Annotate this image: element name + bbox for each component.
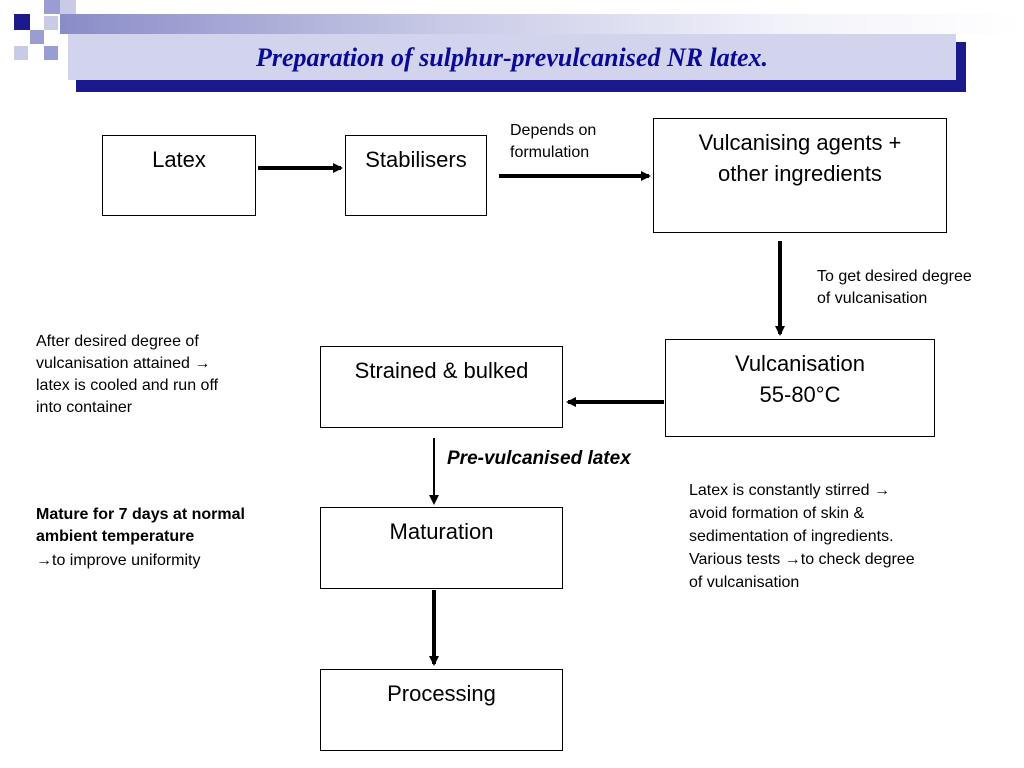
note-after-desired-degree: After desired degree of vulcanisation at… xyxy=(36,331,218,419)
box-vulcanisation-line1: Vulcanisation xyxy=(734,351,866,376)
box-vulcanisation-line2: 55-80°C xyxy=(759,382,841,407)
box-maturation-label: Maturation xyxy=(389,519,494,544)
note-after-line1: After desired degree of xyxy=(36,333,199,350)
box-vulcanising-agents-line1: Vulcanising agents + xyxy=(698,130,902,155)
note-desired-line1: To get desired degree xyxy=(817,268,972,285)
note-after-line4: into container xyxy=(36,399,133,416)
decor-square-light xyxy=(60,0,76,14)
note-mature-line3: →to improve uniformity xyxy=(36,552,201,569)
box-latex-label: Latex xyxy=(152,147,206,172)
note-tests-line1: Various tests →to check degree xyxy=(689,551,915,568)
title-bar xyxy=(68,34,956,80)
note-depends-on-formulation: Depends on formulation xyxy=(510,120,596,164)
box-processing: Processing xyxy=(320,669,563,751)
header-gradient-bar xyxy=(60,14,1024,34)
decor-square-light xyxy=(30,30,44,44)
decor-square-dark xyxy=(14,14,30,30)
note-tests-line2: of vulcanisation xyxy=(689,574,800,591)
decor-square-light xyxy=(14,46,28,60)
decor-square-light xyxy=(44,16,58,30)
box-vulcanising-agents: Vulcanising agents + other ingredients xyxy=(653,118,947,233)
note-stirred-line2: avoid formation of skin & xyxy=(689,505,865,522)
box-processing-label: Processing xyxy=(387,681,496,706)
box-vulcanising-agents-line2: other ingredients xyxy=(718,161,882,186)
note-mature: Mature for 7 days at normal ambient temp… xyxy=(36,504,245,572)
box-latex: Latex xyxy=(102,135,256,216)
page-title: Preparation of sulphur-prevulcanised NR … xyxy=(255,43,769,72)
note-mature-line1: Mature for 7 days at normal xyxy=(36,506,245,523)
note-stirred-and-tests: Latex is constantly stirred → avoid form… xyxy=(689,479,915,594)
note-depends-line2: formulation xyxy=(510,144,590,161)
box-strained-bulked: Strained & bulked xyxy=(320,346,563,428)
box-stabilisers: Stabilisers xyxy=(345,135,487,216)
box-stabilisers-label: Stabilisers xyxy=(365,147,467,172)
decor-square-light xyxy=(44,46,58,60)
note-depends-line1: Depends on xyxy=(510,122,597,139)
note-desired-line2: of vulcanisation xyxy=(817,290,928,307)
label-pre-vulcanised-latex: Pre-vulcanised latex xyxy=(447,448,631,469)
note-stirred-line3: sedimentation of ingredients. xyxy=(689,528,894,545)
box-maturation: Maturation xyxy=(320,507,563,589)
note-stirred-line1: Latex is constantly stirred → xyxy=(689,482,890,499)
note-after-line3: latex is cooled and run off xyxy=(36,377,219,394)
note-mature-line2: ambient temperature xyxy=(36,528,195,545)
note-after-line2: vulcanisation attained → xyxy=(36,355,211,372)
box-strained-bulked-label: Strained & bulked xyxy=(354,358,529,383)
decor-square-light xyxy=(44,0,60,14)
note-desired-degree: To get desired degree of vulcanisation xyxy=(817,266,972,310)
box-vulcanisation: Vulcanisation 55-80°C xyxy=(665,339,935,437)
